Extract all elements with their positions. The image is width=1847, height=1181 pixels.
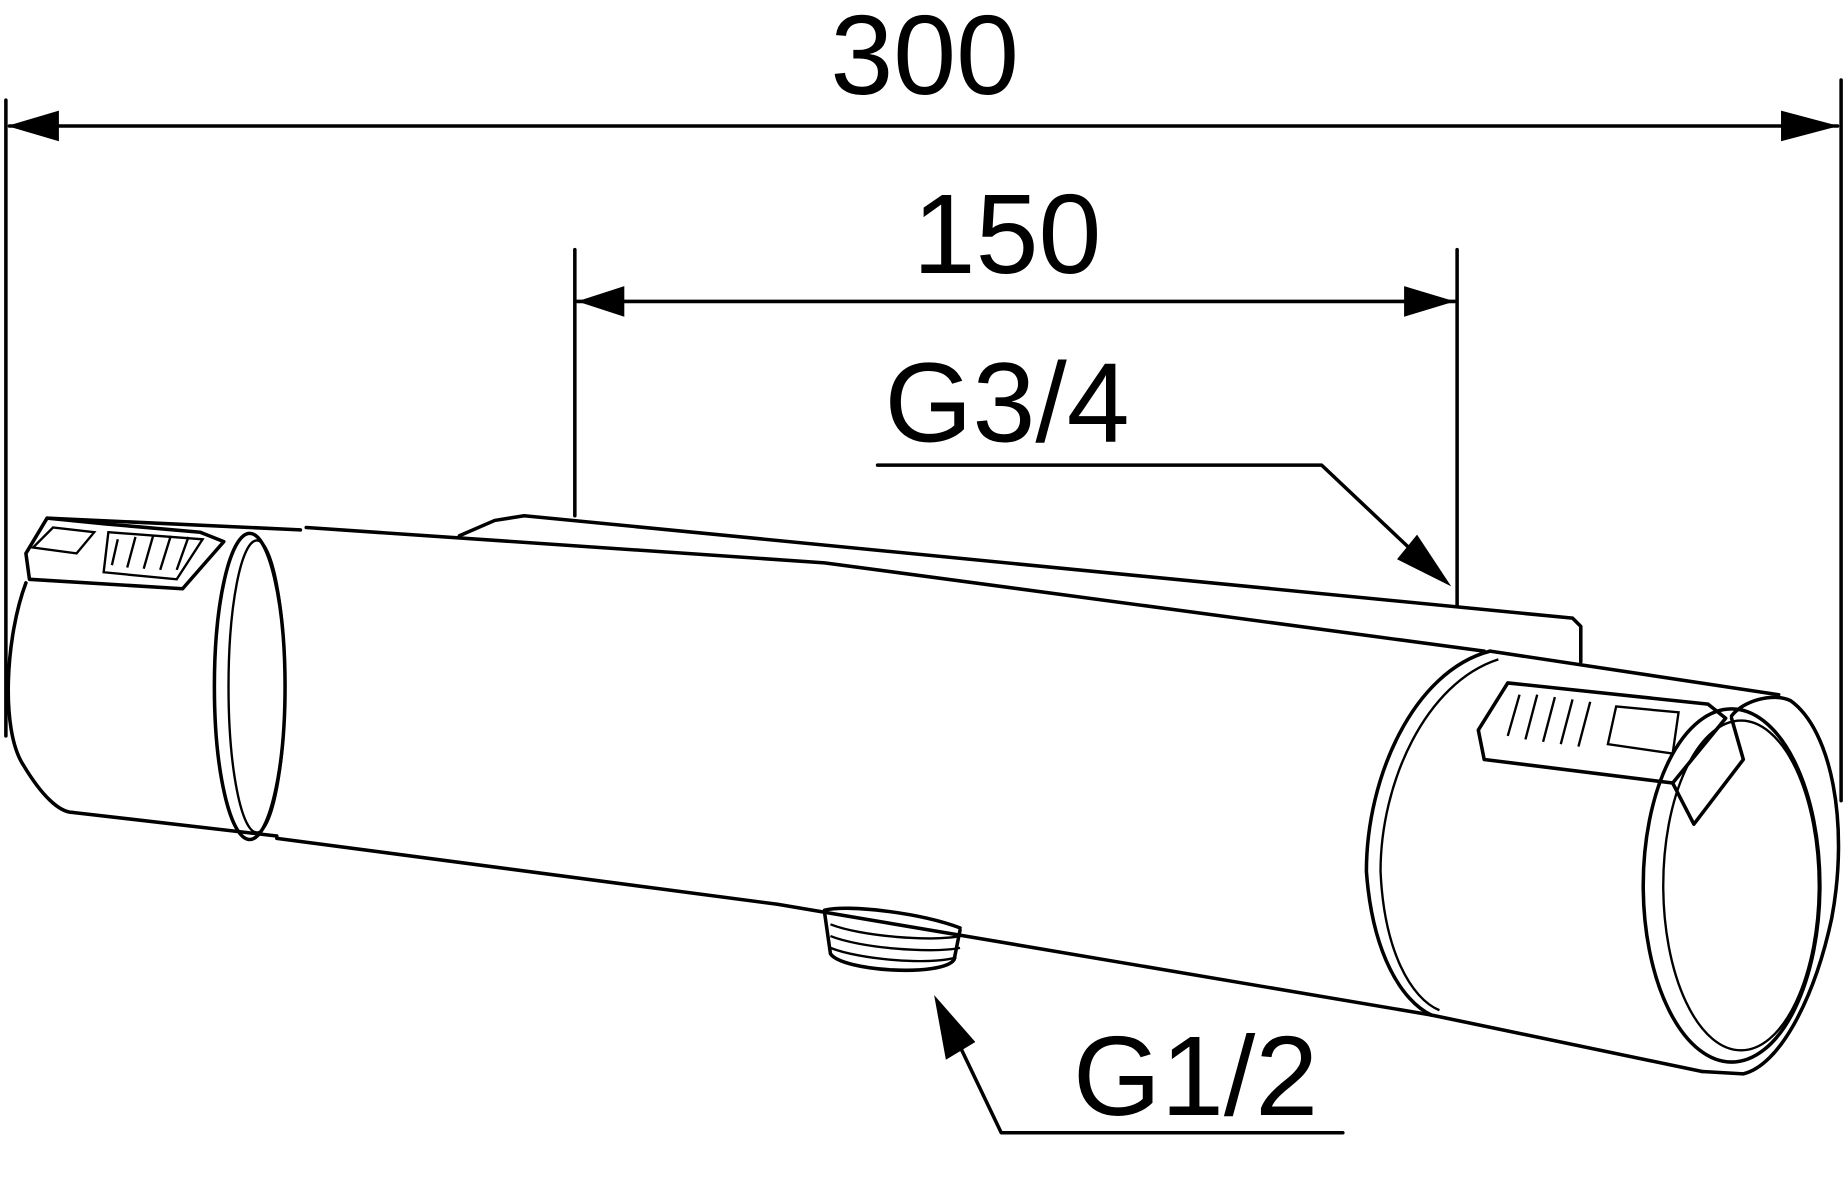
outlet-nipple — [822, 906, 962, 973]
right-knob — [1476, 681, 1841, 1076]
thread-outlet-label: G1/2 — [1073, 1013, 1318, 1139]
dimension-150: 150 — [573, 171, 1459, 609]
thread-inlet-label: G3/4 — [885, 340, 1130, 466]
dimension-300: 300 — [4, 0, 1843, 803]
leader-g1-2: G1/2 — [934, 994, 1345, 1139]
leader-g3-4: G3/4 — [875, 340, 1452, 587]
left-grip — [24, 516, 226, 591]
thermostat-body — [6, 513, 1841, 1076]
dimension-150-label: 150 — [913, 171, 1102, 297]
dimension-300-label: 300 — [830, 0, 1019, 118]
